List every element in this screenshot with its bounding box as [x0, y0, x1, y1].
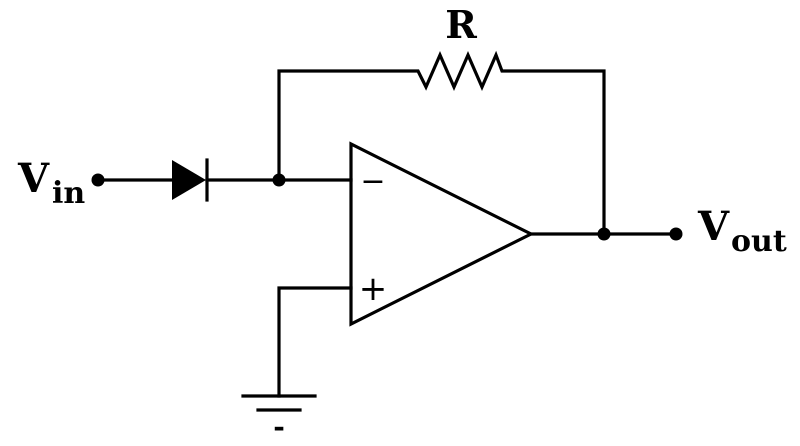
- output-label-subscript: out: [731, 224, 787, 259]
- input-label-main: V: [17, 155, 50, 202]
- opamp-triangle-icon: [349, 141, 535, 327]
- feedback-path: [277, 50, 606, 236]
- ground-symbol-icon: [241, 394, 317, 412]
- input-terminal-node: [91, 173, 105, 187]
- junction-node-output: [597, 227, 611, 241]
- output-terminal-node: [669, 227, 683, 241]
- junction-node-inverting: [272, 173, 286, 187]
- output-label-main: V: [697, 203, 730, 250]
- noninverting-sign: +: [359, 269, 388, 309]
- input-label-subscript: in: [52, 176, 85, 211]
- inverting-sign: −: [360, 164, 385, 199]
- resistor-label: R: [445, 2, 477, 47]
- ground-mark: -: [273, 410, 285, 443]
- noninverting-input-wire: [277, 286, 353, 398]
- diode-icon: [172, 158, 209, 202]
